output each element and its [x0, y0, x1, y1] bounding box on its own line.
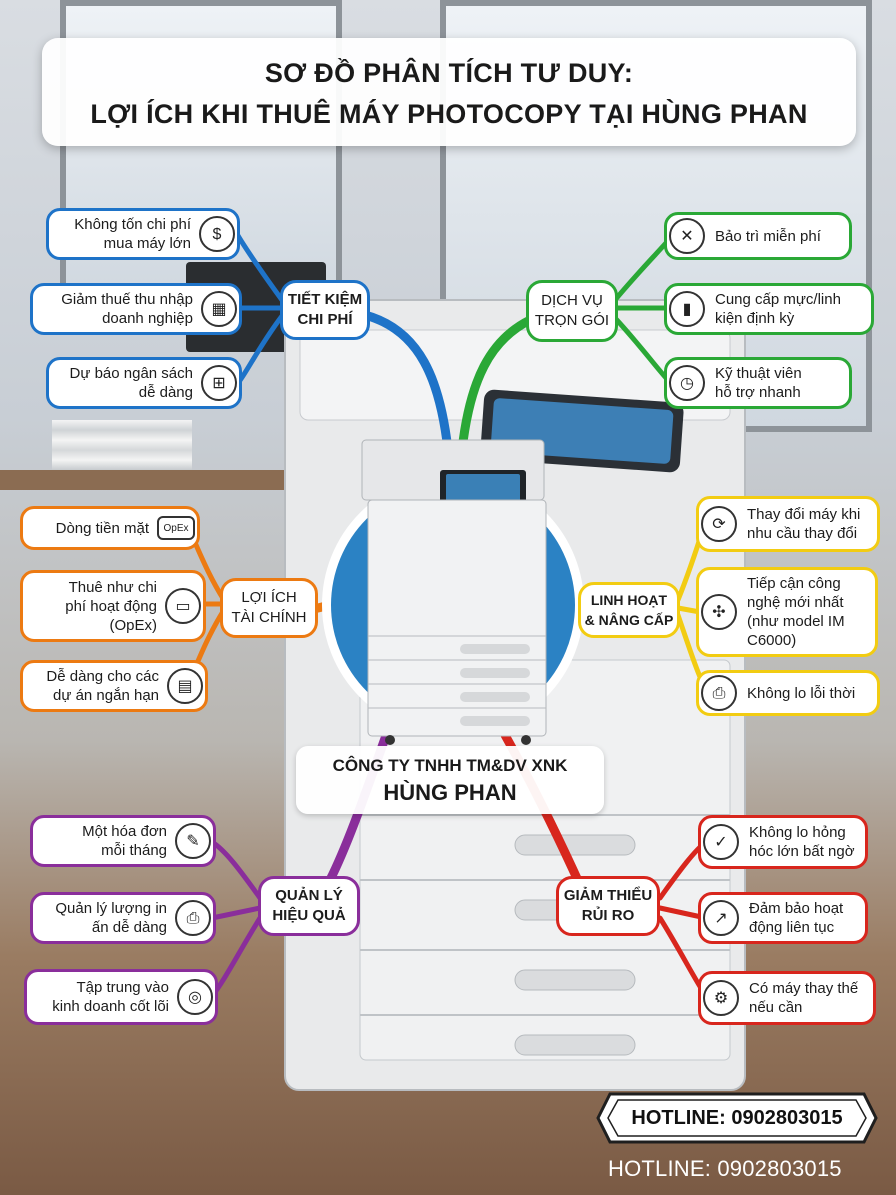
hotline-caption: HOTLINE: 0902803015	[608, 1156, 842, 1181]
leaf-quan-ly-luong-in: Quản lý lượng in ấn dễ dàng ⎙	[30, 892, 216, 944]
ink-cartridge-icon: ▮	[669, 291, 705, 327]
hub-giam-thieu-rui-ro: GIẢM THIỂU RỦI RO	[556, 876, 660, 936]
leaf-giam-thue: Giảm thuế thu nhập doanh nghiệp ▦	[30, 283, 242, 335]
hotline-badge-shape	[596, 1092, 878, 1144]
title-line-2: LỢI ÍCH KHI THUÊ MÁY PHOTOCOPY TẠI HÙNG …	[90, 99, 808, 129]
company-line-2: HÙNG PHAN	[383, 780, 517, 805]
opex-tag-icon: OpEx	[157, 516, 195, 540]
leaf-text: Tiếp cận công nghệ mới nhất (như model I…	[747, 575, 845, 649]
leaf-co-may-thay-the: ⚙ Có máy thay thế nếu cần	[698, 971, 876, 1025]
tools-icon: ✕	[669, 218, 705, 254]
office-desk	[0, 470, 290, 490]
leaf-text: Dễ dàng cho các dự án ngắn hạn	[46, 668, 159, 704]
leaf-text: Tập trung vào kinh doanh cốt lõi	[52, 979, 169, 1015]
leaf-cung-cap-muc: ▮ Cung cấp mực/linh kiện định kỳ	[664, 283, 874, 335]
leaf-tiep-can-cong-nghe: ✣ Tiếp cận công nghệ mới nhất (như model…	[696, 567, 878, 657]
leaf-bao-tri: ✕ Bảo trì miễn phí	[664, 212, 852, 260]
chart-calc-icon: ⊞	[201, 365, 237, 401]
leaf-khong-lo-loi-thoi: ⎙ Không lo lỗi thời	[696, 670, 880, 716]
leaf-text: Kỹ thuật viên hỗ trợ nhanh	[715, 365, 802, 401]
printer-icon: ⎙	[175, 900, 211, 936]
hub-tiet-kiem-chi-phi: TIẾT KIỆM CHI PHÍ	[280, 280, 370, 340]
leaf-text: Không tốn chi phí mua máy lớn	[74, 216, 191, 252]
leaf-text: Thuê như chi phí hoạt động (OpEx)	[65, 578, 157, 634]
leaf-dam-bao-hoat-dong: ↗ Đảm bảo hoạt động liên tục	[698, 892, 868, 944]
clock-icon: ◷	[669, 365, 705, 401]
leaf-mot-hoa-don: Một hóa đơn mỗi tháng ✎	[30, 815, 216, 867]
tech-icon: ✣	[701, 594, 737, 630]
leaf-du-bao-ngan-sach: Dự báo ngân sách dễ dàng ⊞	[46, 357, 242, 409]
swap-icon: ⟳	[701, 506, 737, 542]
leaf-text: Thay đổi máy khi nhu cầu thay đổi	[747, 506, 861, 542]
hotline-badge-text: HOTLINE: 0902803015	[631, 1107, 843, 1129]
leaf-text: Bảo trì miễn phí	[715, 227, 821, 245]
hotline-badge[interactable]: HOTLINE: 0902803015	[596, 1092, 878, 1144]
leaf-dong-tien-mat: Dòng tiền mặt OpEx	[20, 506, 200, 550]
book-stack	[52, 420, 192, 470]
company-line-1: CÔNG TY TNHH TM&DV XNK	[332, 756, 568, 775]
money-hand-icon: $	[199, 216, 235, 252]
calendar-icon: ▤	[167, 668, 203, 704]
cash-icon: ▭	[165, 588, 201, 624]
copier-center-icon	[361, 439, 547, 745]
leaf-thue-nhu-chi-phi: Thuê như chi phí hoạt động (OpEx) ▭	[20, 570, 206, 642]
leaf-de-dang-du-an: Dễ dàng cho các dự án ngắn hạn ▤	[20, 660, 208, 712]
hub-quan-ly-hieu-qua: QUẢN LÝ HIỆU QUẢ	[258, 876, 360, 936]
hub-dich-vu-tron-goi: DỊCH VỤ TRỌN GÓI	[526, 280, 618, 342]
leaf-tap-trung: Tập trung vào kinh doanh cốt lõi ◎	[24, 969, 218, 1025]
focus-icon: ◎	[177, 979, 213, 1015]
leaf-text: Không lo hỏng hóc lớn bất ngờ	[749, 824, 855, 860]
leaf-text: Một hóa đơn mỗi tháng	[82, 823, 167, 859]
company-label: CÔNG TY TNHH TM&DV XNK HÙNG PHAN	[296, 746, 604, 814]
title-banner: SƠ ĐỒ PHÂN TÍCH TƯ DUY: LỢI ÍCH KHI THUÊ…	[42, 38, 856, 146]
leaf-text: Quản lý lượng in ấn dễ dàng	[55, 900, 167, 936]
leaf-text: Dự báo ngân sách dễ dàng	[69, 365, 193, 401]
leaf-khong-ton-chi-phi: Không tốn chi phí mua máy lớn $	[46, 208, 240, 260]
growth-chart-icon: ↗	[703, 900, 739, 936]
leaf-thay-doi-may: ⟳ Thay đổi máy khi nhu cầu thay đổi	[696, 496, 880, 552]
leaf-khong-lo-hong-hoc: ✓ Không lo hỏng hóc lớn bất ngờ	[698, 815, 868, 869]
gear-icon: ⚙	[703, 980, 739, 1016]
leaf-text: Giảm thuế thu nhập doanh nghiệp	[61, 291, 193, 327]
invoice-icon: ✎	[175, 823, 211, 859]
hub-linh-hoat-nang-cap: LINH HOẠT & NÂNG CẤP	[578, 582, 680, 638]
calculator-icon: ▦	[201, 291, 237, 327]
leaf-text: Dòng tiền mặt	[55, 519, 149, 537]
hub-loi-ich-tai-chinh: LỢI ÍCH TÀI CHÍNH	[220, 578, 318, 638]
shield-check-icon: ✓	[703, 824, 739, 860]
leaf-text: Có máy thay thế nếu cần	[749, 980, 859, 1016]
leaf-ky-thuat-vien: ◷ Kỹ thuật viên hỗ trợ nhanh	[664, 357, 852, 409]
leaf-text: Không lo lỗi thời	[747, 684, 856, 702]
leaf-text: Cung cấp mực/linh kiện định kỳ	[715, 291, 841, 327]
leaf-text: Đảm bảo hoạt động liên tục	[749, 900, 844, 936]
printer-icon: ⎙	[701, 675, 737, 711]
title-line-1: SƠ ĐỒ PHÂN TÍCH TƯ DUY:	[264, 58, 634, 88]
